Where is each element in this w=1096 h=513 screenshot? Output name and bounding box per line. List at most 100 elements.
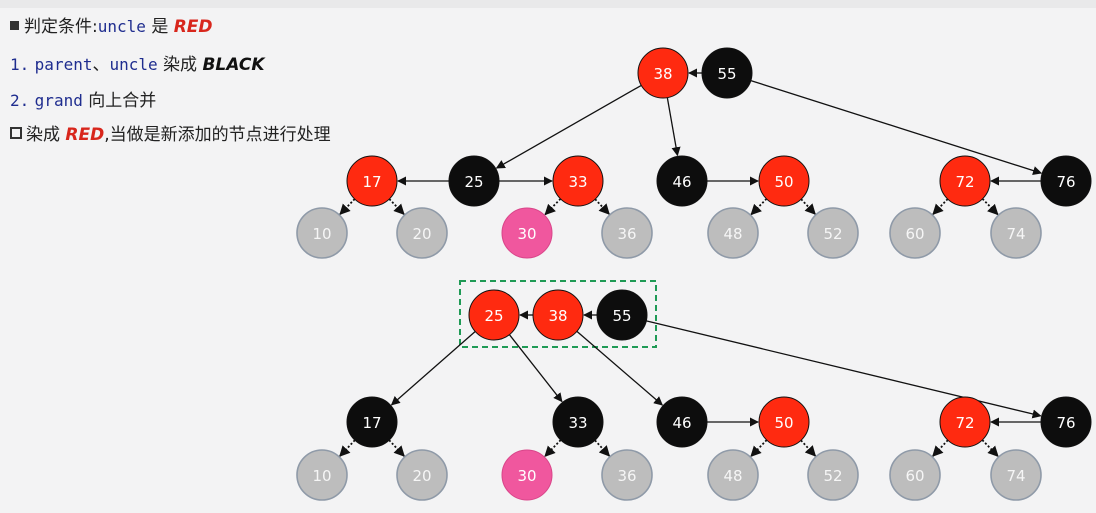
before-node-label-30: 30 — [517, 225, 536, 243]
before-node-label-36: 36 — [617, 225, 636, 243]
after-node-10: 10 — [296, 449, 348, 501]
edge-b38-b25 — [495, 84, 642, 169]
after-node-33: 33 — [552, 396, 604, 448]
after-node-38: 38 — [532, 289, 584, 341]
after-node-label-36: 36 — [617, 467, 636, 485]
before-node-30: 30 — [501, 207, 553, 259]
after-node-label-48: 48 — [723, 467, 742, 485]
before-node-72: 72 — [939, 155, 991, 207]
parent-code: parent — [34, 55, 93, 74]
after-node-label-25: 25 — [484, 307, 503, 325]
grand-code: grand — [34, 91, 83, 110]
after-node-circle-48 — [707, 449, 759, 501]
before-node-50: 50 — [758, 155, 810, 207]
step-1-line: 1. parent、uncle 染成 BLACK — [10, 50, 265, 75]
before-node-74: 74 — [990, 207, 1042, 259]
hollow-square-bullet-icon — [10, 127, 22, 139]
after-node-74: 74 — [990, 449, 1042, 501]
after-node-circle-72 — [939, 396, 991, 448]
before-node-circle-46 — [656, 155, 708, 207]
before-node-circle-48 — [707, 207, 759, 259]
before-node-label-10: 10 — [312, 225, 331, 243]
edge-b72-b60 — [932, 198, 949, 216]
after-node-72: 72 — [939, 396, 991, 448]
after-node-36: 36 — [601, 449, 653, 501]
before-node-36: 36 — [601, 207, 653, 259]
after-node-circle-33 — [552, 396, 604, 448]
substep-text: ,当做是新添加的节点进行处理 — [104, 125, 331, 145]
edge-b50-b52 — [800, 198, 816, 215]
after-node-20: 20 — [396, 449, 448, 501]
before-node-17: 17 — [346, 155, 398, 207]
before-node-circle-20 — [396, 207, 448, 259]
before-node-46: 46 — [656, 155, 708, 207]
after-node-circle-55 — [596, 289, 648, 341]
step-1-separator: 、 — [92, 55, 110, 75]
after-node-25: 25 — [468, 289, 520, 341]
before-node-60: 60 — [889, 207, 941, 259]
before-node-label-17: 17 — [362, 173, 381, 191]
before-node-circle-30 — [501, 207, 553, 259]
before-node-label-52: 52 — [823, 225, 842, 243]
after-node-label-76: 76 — [1056, 414, 1075, 432]
after-node-label-17: 17 — [362, 414, 381, 432]
edge-b33-b36 — [594, 198, 610, 215]
after-node-circle-10 — [296, 449, 348, 501]
before-node-10: 10 — [296, 207, 348, 259]
before-node-52: 52 — [807, 207, 859, 259]
before-node-label-33: 33 — [568, 173, 587, 191]
edge-b55-b76 — [750, 79, 1043, 175]
merged-group-highlight-box — [459, 280, 657, 348]
edge-a25-a33 — [508, 334, 563, 403]
edge-b17-b10 — [339, 198, 356, 216]
before-node-label-50: 50 — [774, 173, 793, 191]
edge-b17-b20 — [388, 198, 405, 216]
condition-mid: 是 — [151, 17, 169, 37]
after-node-55: 55 — [596, 289, 648, 341]
black-keyword: BLACK — [202, 55, 265, 75]
step-2-text: 向上合并 — [88, 91, 157, 111]
edge-b33-b30 — [544, 198, 562, 216]
after-node-30: 30 — [501, 449, 553, 501]
before-node-circle-76 — [1040, 155, 1092, 207]
after-node-60: 60 — [889, 449, 941, 501]
step-2-line: 2. grand 向上合并 — [10, 86, 156, 111]
before-node-circle-25 — [448, 155, 500, 207]
before-node-circle-10 — [296, 207, 348, 259]
before-node-label-74: 74 — [1006, 225, 1025, 243]
before-node-label-48: 48 — [723, 225, 742, 243]
after-node-label-38: 38 — [548, 307, 567, 325]
before-node-circle-38 — [637, 47, 689, 99]
before-node-circle-74 — [990, 207, 1042, 259]
uncle-code-2: uncle — [109, 55, 158, 74]
after-node-circle-25 — [468, 289, 520, 341]
edge-b38-b46 — [666, 97, 681, 157]
highlight-group-layer — [459, 280, 657, 348]
after-node-label-50: 50 — [774, 414, 793, 432]
after-node-label-55: 55 — [612, 307, 631, 325]
edge-a38-a46 — [576, 330, 664, 406]
edge-b72-b74 — [981, 198, 999, 216]
substep-prefix: 染成 — [26, 125, 60, 145]
edge-a72-a74 — [981, 439, 999, 458]
edge-a25-a17 — [390, 330, 476, 406]
before-node-circle-17 — [346, 155, 398, 207]
edge-a55-a76 — [646, 320, 1042, 419]
before-node-38: 38 — [637, 47, 689, 99]
after-node-circle-46 — [656, 396, 708, 448]
before-node-label-38: 38 — [653, 65, 672, 83]
after-node-circle-17 — [346, 396, 398, 448]
filled-square-bullet-icon — [10, 21, 19, 30]
before-node-circle-72 — [939, 155, 991, 207]
substep-line: 染成 RED,当做是新添加的节点进行处理 — [10, 120, 331, 145]
after-node-circle-36 — [601, 449, 653, 501]
before-node-circle-60 — [889, 207, 941, 259]
edge-a17-a10 — [339, 439, 356, 457]
step-2-number: 2. — [10, 91, 30, 110]
after-node-label-74: 74 — [1006, 467, 1025, 485]
edge-a72-a60 — [932, 439, 949, 457]
after-node-circle-74 — [990, 449, 1042, 501]
before-node-label-72: 72 — [955, 173, 974, 191]
edge-b50-b48 — [750, 198, 768, 216]
